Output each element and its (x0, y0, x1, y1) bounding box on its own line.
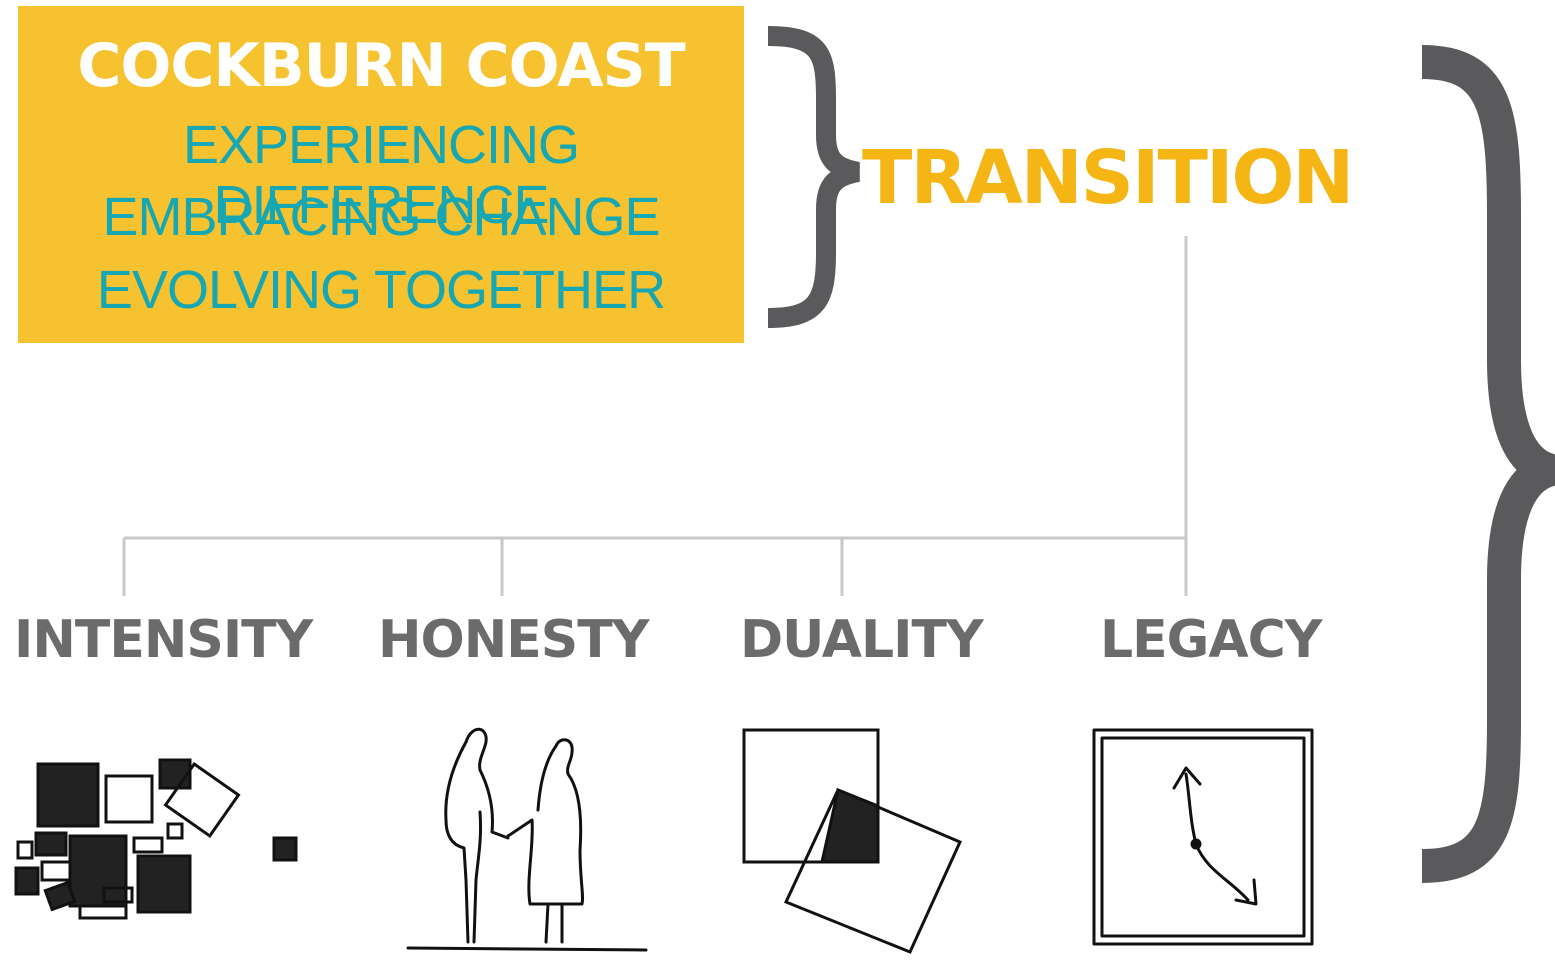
duality-sketch-icon (742, 728, 963, 954)
concept-label-intensity: INTENSITY (14, 610, 313, 670)
title-box: COCKBURN COAST EXPERIENCING DIFFERENCE E… (18, 6, 744, 343)
honesty-sketch-icon (406, 727, 648, 952)
tagline-evolving: EVOLVING TOGETHER (96, 260, 666, 320)
tagline-experiencing: EXPERIENCING DIFFERENCE (182, 115, 580, 235)
small-brace-icon (767, 26, 861, 328)
large-brace-icon (1421, 45, 1555, 883)
project-title: COCKBURN COAST (77, 31, 685, 101)
concept-label-honesty: HONESTY (378, 610, 649, 670)
legacy-sketch-icon (1092, 728, 1314, 946)
tagline-embracing: EMBRACING CHANGE (102, 187, 660, 247)
transition-label: TRANSITION (862, 135, 1354, 221)
intensity-sketch-icon (14, 758, 298, 920)
concept-label-duality: DUALITY (740, 610, 984, 670)
connector-tree (122, 236, 1188, 596)
concept-label-legacy: LEGACY (1100, 610, 1322, 670)
